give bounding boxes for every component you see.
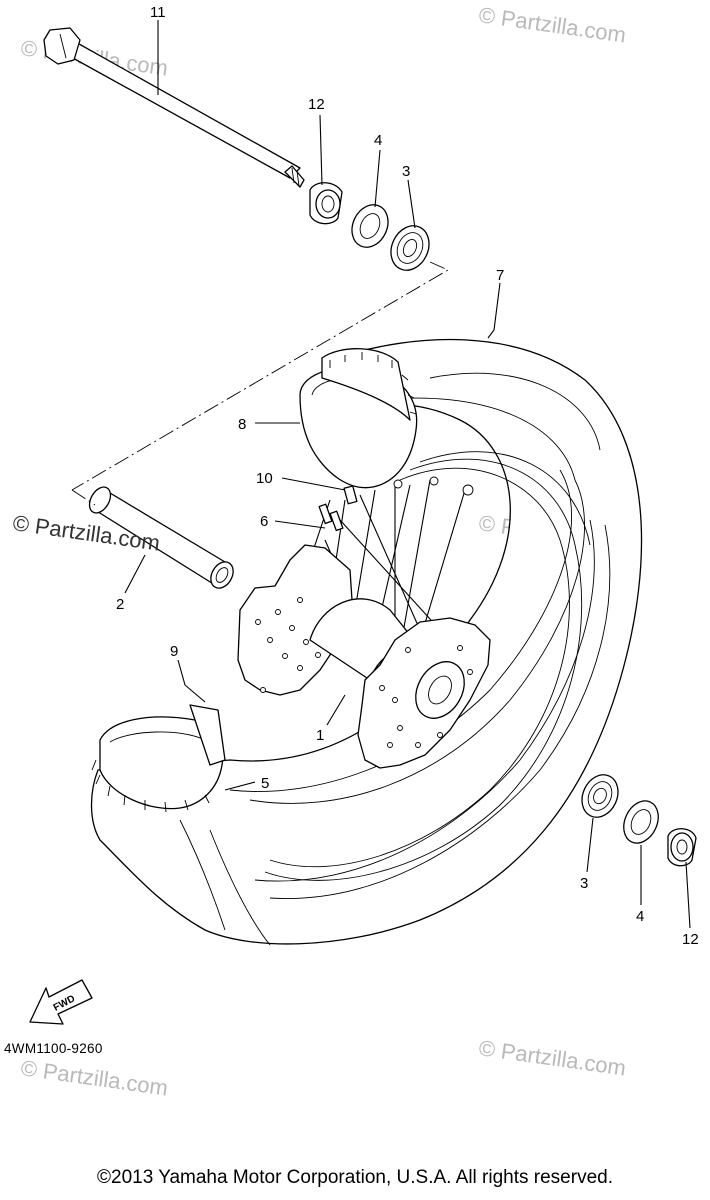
callout-3-bottom: 3 bbox=[580, 875, 588, 892]
callout-6: 6 bbox=[260, 513, 268, 530]
callout-8: 8 bbox=[238, 416, 246, 433]
callout-labels: 11 12 4 3 7 8 10 6 2 9 1 5 3 4 12 bbox=[116, 4, 699, 948]
copyright-notice: ©2013 Yamaha Motor Corporation, U.S.A. A… bbox=[97, 1167, 613, 1188]
lower-bearing-stack bbox=[581, 774, 697, 867]
callout-4-top: 4 bbox=[374, 132, 382, 149]
assembly-axis-lines bbox=[71, 261, 449, 506]
callout-12-bottom: 12 bbox=[682, 931, 699, 948]
callout-2: 2 bbox=[116, 596, 124, 613]
spoke-nipples bbox=[318, 485, 358, 532]
callout-10: 10 bbox=[256, 470, 273, 487]
upper-bearing-stack bbox=[309, 182, 430, 271]
leader-lines bbox=[124, 20, 691, 929]
watermark-top-right: © Partzilla.com bbox=[477, 2, 627, 47]
rim-band bbox=[91, 704, 226, 813]
watermark-bottom-right: © Partzilla.com bbox=[477, 1035, 627, 1080]
axle bbox=[43, 27, 305, 188]
watermark-bottom-left: © Partzilla.com bbox=[19, 1055, 169, 1100]
hub bbox=[237, 544, 491, 769]
diagram-code: 4WM1100-9260 bbox=[4, 1041, 103, 1056]
fwd-arrow-icon: FWD bbox=[29, 979, 93, 1025]
callout-5: 5 bbox=[261, 775, 269, 792]
callout-1: 1 bbox=[316, 727, 324, 744]
rim bbox=[264, 451, 591, 881]
inner-tube bbox=[299, 348, 418, 489]
callout-12-top: 12 bbox=[308, 96, 325, 113]
callout-7: 7 bbox=[496, 267, 504, 284]
callout-9: 9 bbox=[170, 643, 178, 660]
callout-3-top: 3 bbox=[402, 163, 410, 180]
callout-4-bottom: 4 bbox=[636, 908, 644, 925]
callout-11: 11 bbox=[150, 4, 166, 21]
spacer-collar bbox=[88, 486, 234, 589]
